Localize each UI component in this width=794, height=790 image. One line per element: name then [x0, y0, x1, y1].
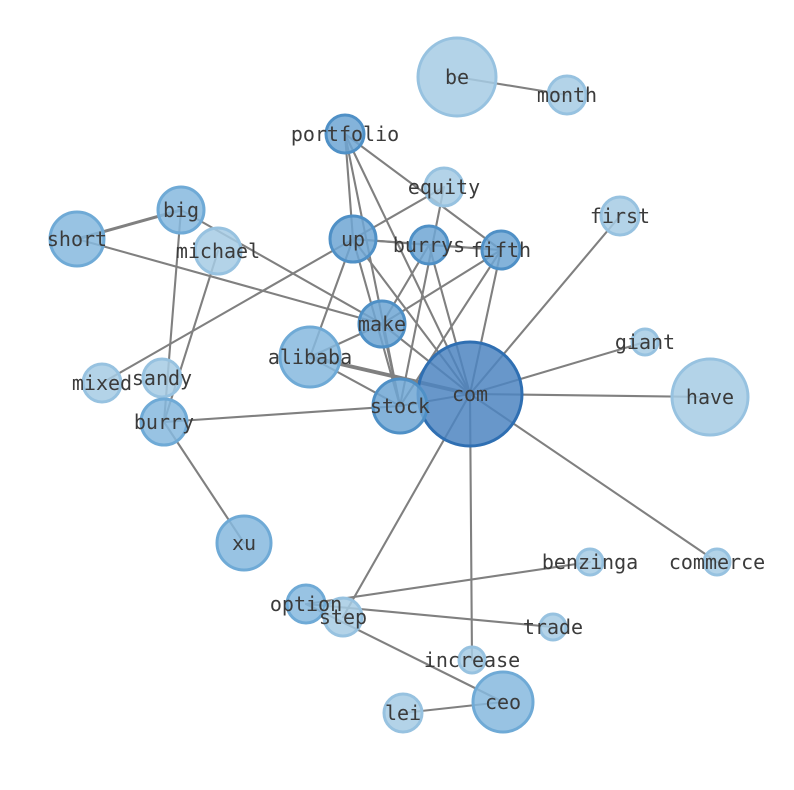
node-label-increase: increase — [424, 648, 520, 672]
node-ceo — [471, 670, 535, 734]
node-label-com: com — [452, 382, 488, 406]
node-label-portfolio: portfolio — [291, 122, 399, 146]
node-label-up: up — [341, 227, 365, 251]
node-be — [416, 36, 498, 118]
node-alibaba — [278, 325, 342, 389]
node-label-fifth: fifth — [471, 238, 531, 262]
node-equity — [423, 166, 465, 208]
node-short — [48, 210, 106, 268]
node-label-stock: stock — [370, 394, 430, 418]
node-portfolio — [324, 113, 366, 155]
edge-short-make — [75, 237, 384, 326]
node-label-xu: xu — [232, 531, 256, 555]
nodes-layer: be month portfolio equity first big short micha… — [47, 36, 765, 734]
node-label-burry: burry — [134, 410, 194, 434]
node-xu — [215, 514, 273, 572]
node-month — [546, 74, 588, 116]
node-michael — [193, 226, 243, 276]
node-label-trade: trade — [523, 615, 583, 639]
edge-michael-burry — [162, 249, 220, 424]
node-benzinga — [575, 547, 605, 577]
node-label-be: be — [445, 65, 469, 89]
node-increase — [457, 645, 487, 675]
node-fifth — [480, 229, 522, 271]
node-label-lei: lei — [385, 701, 421, 725]
node-label-make: make — [358, 312, 406, 336]
node-make — [357, 299, 407, 349]
node-burrys — [408, 224, 450, 266]
node-sandy — [141, 357, 183, 399]
node-label-have: have — [686, 385, 734, 409]
node-label-sandy: sandy — [132, 366, 192, 390]
node-label-benzinga: benzinga — [542, 550, 638, 574]
edge-portfolio-fifth — [343, 132, 503, 252]
node-first — [599, 195, 641, 237]
node-burry — [139, 397, 189, 447]
node-label-mixed: mixed — [72, 371, 132, 395]
node-trade — [538, 612, 568, 642]
node-label-step: step — [319, 605, 367, 629]
edge-benzinga-option — [304, 560, 592, 606]
node-option — [285, 583, 327, 625]
node-label-first: first — [590, 204, 650, 228]
node-label-michael: michael — [176, 239, 260, 263]
node-label-commerce: commerce — [669, 550, 765, 574]
node-commerce — [702, 547, 732, 577]
node-step — [322, 596, 364, 638]
node-up — [328, 214, 378, 264]
node-label-month: month — [537, 83, 597, 107]
node-label-burrys: burrys — [393, 233, 465, 257]
node-have — [670, 357, 750, 437]
node-label-ceo: ceo — [485, 690, 521, 714]
node-lei — [382, 692, 424, 734]
node-stock — [371, 377, 429, 435]
node-label-short: short — [47, 227, 107, 251]
edge-equity-mixed — [100, 185, 446, 385]
edge-equity-stock — [398, 185, 446, 408]
edges-layer — [75, 75, 719, 715]
node-label-alibaba: alibaba — [268, 345, 352, 369]
node-label-equity: equity — [408, 175, 480, 199]
node-big — [156, 185, 206, 235]
edge-burry-stock — [162, 404, 402, 424]
node-label-big: big — [163, 198, 199, 222]
node-giant — [630, 327, 660, 357]
node-label-option: option — [270, 592, 342, 616]
node-label-giant: giant — [615, 330, 675, 354]
node-mixed — [81, 362, 123, 404]
